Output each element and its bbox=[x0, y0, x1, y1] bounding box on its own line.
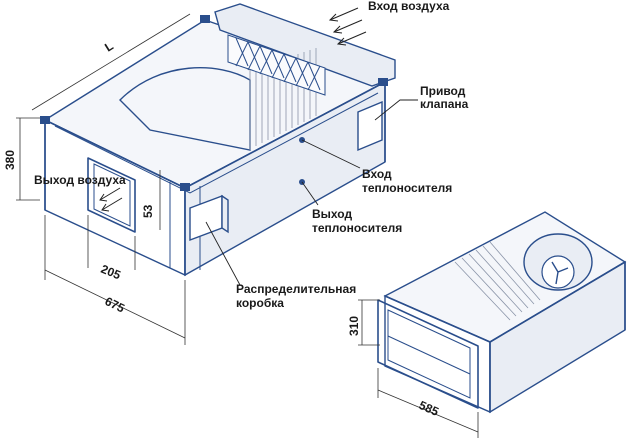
dim-height: 380 bbox=[3, 150, 17, 170]
leader-coolant-inlet bbox=[301, 139, 361, 169]
dim-width: 675 bbox=[103, 294, 127, 316]
small-unit-fins bbox=[454, 241, 541, 321]
fan-blades-icon bbox=[551, 261, 569, 285]
corner-bracket bbox=[180, 183, 190, 191]
dim-lines-large bbox=[16, 13, 191, 345]
label-valve-drive-2: клапана bbox=[420, 97, 469, 111]
label-air-outlet: Выход воздуха bbox=[34, 173, 126, 187]
label-coolant-inlet-1: Вход bbox=[362, 167, 392, 181]
dim-lines-small bbox=[358, 299, 479, 438]
label-coolant-outlet-1: Выход bbox=[312, 207, 352, 221]
dim-length: L bbox=[102, 39, 116, 55]
air-inlet-arrows bbox=[328, 7, 367, 46]
label-junction-box-2: коробка bbox=[236, 296, 284, 310]
label-valve-drive-1: Привод bbox=[420, 84, 466, 98]
large-unit-frame-inner-rail bbox=[54, 92, 379, 194]
small-unit-inlet-divider bbox=[387, 335, 471, 375]
large-unit-filter-mesh bbox=[227, 34, 326, 96]
dim-small-width: 585 bbox=[417, 398, 441, 419]
corner-bracket bbox=[200, 15, 210, 23]
small-unit-inlet-inner bbox=[387, 309, 471, 399]
small-unit-inlet-frame bbox=[377, 299, 479, 409]
corner-bracket bbox=[378, 78, 388, 86]
label-coolant-inlet-2: теплоносителя bbox=[362, 181, 452, 195]
small-unit bbox=[377, 211, 627, 414]
label-junction-box-1: Распределительная bbox=[236, 282, 356, 296]
junction-box-side bbox=[221, 194, 229, 234]
leader-valve-drive bbox=[374, 99, 418, 121]
large-unit-air-outlet-inner bbox=[93, 163, 131, 227]
large-unit-inlet-frame bbox=[214, 3, 396, 87]
dim-small-height: 310 bbox=[347, 316, 361, 336]
label-air-inlet: Вход воздуха bbox=[368, 0, 450, 13]
large-unit-air-outlet-opening bbox=[87, 157, 136, 233]
air-outlet-arrows bbox=[99, 187, 123, 212]
corner-bracket bbox=[40, 116, 50, 124]
leader-coolant-outlet bbox=[301, 181, 319, 206]
dim-outlet-width: 205 bbox=[99, 262, 123, 283]
large-unit bbox=[40, 3, 396, 277]
dim-outlet-offset: 53 bbox=[141, 204, 155, 218]
leader-junction-box bbox=[205, 221, 241, 286]
valve-drive bbox=[357, 100, 383, 152]
label-coolant-outlet-2: теплоносителя bbox=[312, 221, 402, 235]
